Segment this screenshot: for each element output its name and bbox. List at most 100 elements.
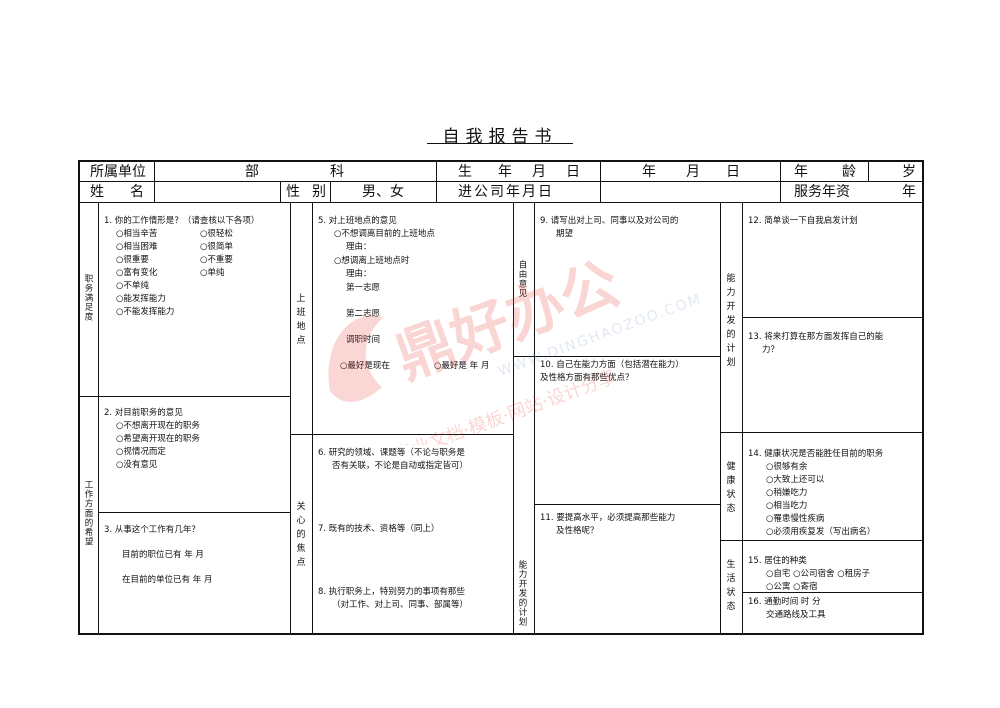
row-divider <box>720 540 922 541</box>
q5-best[interactable]: ○最好是 年 月 <box>434 361 490 371</box>
q16-text: 交通路线及工具 <box>766 610 826 620</box>
q2-question: 2. 对目前职务的意见 <box>104 408 183 418</box>
q6-text: 否有关联，不论是自动或指定皆可） <box>332 461 469 471</box>
side-label-ability-plan: 能力开发的计划 <box>726 274 736 368</box>
q1-question: 1. 你的工作情形是？（请查核以下各项） <box>104 216 260 226</box>
row-divider <box>80 202 922 203</box>
date-day: 日 <box>726 164 740 180</box>
q11-text: 11. 要提高水平，必须提高那些能力 <box>540 513 676 523</box>
title-underline <box>427 143 573 144</box>
q9-text: 9. 请写出对上司、同事以及对公司的 <box>540 216 679 226</box>
side-label-work-hopes: 工作方面的希望 <box>83 480 93 547</box>
q1-option[interactable]: ○相当困难 <box>116 242 158 252</box>
col-divider <box>312 203 313 635</box>
page-title: 自我报告书 <box>442 127 558 147</box>
q1-option[interactable]: ○能发挥能力 <box>116 294 166 304</box>
age-label-1: 年 <box>794 164 808 180</box>
q2-option[interactable]: ○不想离开现在的职务 <box>116 421 200 431</box>
date-month: 月 <box>686 164 700 180</box>
side-label-location: 上班地点 <box>296 294 306 346</box>
q14-option[interactable]: ○相当吃力 <box>766 501 808 511</box>
ke-label: 科 <box>330 164 344 180</box>
q3-question: 3. 从事这个工作有几年？ <box>104 525 200 535</box>
q1-option[interactable]: ○不重要 <box>200 255 233 265</box>
q14-option[interactable]: ○大致上还可以 <box>766 475 825 485</box>
q5-option[interactable]: ○不想调离目前的上班地点 <box>334 229 435 239</box>
birth-label-3: 月 <box>532 164 546 180</box>
row-divider <box>742 592 922 593</box>
q7-text: 7. 既有的技术、资格等（同上） <box>318 524 440 534</box>
age-unit: 岁 <box>902 164 916 180</box>
col-divider <box>330 182 331 202</box>
q16-text: 16. 通勤时间 时 分 <box>748 597 821 607</box>
birth-label-1: 生 <box>458 164 472 180</box>
row-divider <box>513 356 720 357</box>
q1-option[interactable]: ○单纯 <box>200 268 225 278</box>
col-divider <box>742 203 743 635</box>
q5-wish: 第一志愿 <box>346 283 381 293</box>
col-divider <box>868 162 869 182</box>
row-divider <box>80 181 922 182</box>
col-divider <box>513 203 514 635</box>
row-divider <box>290 434 513 435</box>
q15-question: 15. 居住的种类 <box>748 556 807 566</box>
q14-option[interactable]: ○必须用疾复发（写出病名） <box>766 527 876 537</box>
q1-option[interactable]: ○相当辛苦 <box>116 229 158 239</box>
name-label-1: 姓 <box>90 184 104 200</box>
q2-option[interactable]: ○视情况而定 <box>116 447 166 457</box>
q8-text: （对工作、对上司、同事、部属等） <box>332 600 469 610</box>
side-label-job-satisfaction: 职务满足度 <box>83 274 93 322</box>
q14-option[interactable]: ○罹患慢性疾病 <box>766 514 825 524</box>
q14-option[interactable]: ○很够有余 <box>766 462 808 472</box>
q14-option[interactable]: ○稍嫌吃力 <box>766 488 808 498</box>
bu-label: 部 <box>245 164 259 180</box>
q13-text: 13. 将来打算在那方面发挥自己的能 <box>748 332 884 342</box>
q12-text: 12. 简单谈一下自我启发计划 <box>748 216 858 226</box>
q3-line: 在目前的单位已有 年 月 <box>122 575 213 585</box>
q14-question: 14. 健康状况是否能胜任目前的职务 <box>748 449 884 459</box>
q5-reason: 理由： <box>346 242 372 252</box>
q1-option[interactable]: ○不单纯 <box>116 281 149 291</box>
q6-text: 6. 研究的领域、课题等（不论与职务是 <box>318 448 465 458</box>
q5-option[interactable]: ○想调离上班地点时 <box>334 256 410 266</box>
gender-label-2: 别 <box>312 184 326 200</box>
row-divider <box>720 432 922 433</box>
q10-text: 及性格方面有那些优点？ <box>540 373 634 383</box>
q15-options[interactable]: ○公寓 ○寄宿 <box>766 582 818 592</box>
col-divider <box>154 162 155 202</box>
q5-reason: 理由： <box>346 269 372 279</box>
q1-option[interactable]: ○很简单 <box>200 242 233 252</box>
q1-option[interactable]: ○不能发挥能力 <box>116 307 175 317</box>
service-label: 服务年资 <box>794 184 850 200</box>
q15-options[interactable]: ○自宅 ○公司宿舍 ○租房子 <box>766 569 871 579</box>
q9-text: 期望 <box>556 229 574 239</box>
q11-text: 及性格呢？ <box>556 526 599 536</box>
q5-time: 调职时间 <box>346 335 381 345</box>
col-divider <box>436 162 437 202</box>
gender-label-1: 性 <box>286 184 300 200</box>
self-report-form: 所属单位 部 科 生 年 月 日 年 月 日 年 龄 岁 姓 名 性 别 男、女… <box>78 160 924 635</box>
col-divider <box>534 203 535 635</box>
col-divider <box>290 203 291 635</box>
row-divider <box>534 504 720 505</box>
q1-option[interactable]: ○很轻松 <box>200 229 233 239</box>
join-label: 进公司年月日 <box>458 184 554 200</box>
q1-option[interactable]: ○富有变化 <box>116 268 158 278</box>
date-year: 年 <box>642 164 656 180</box>
q1-option[interactable]: ○很重要 <box>116 255 149 265</box>
q10-text: 10. 自己在能力方面（包括潜在能力） <box>540 360 684 370</box>
side-label-life: 生活状态 <box>726 560 736 612</box>
col-divider <box>98 203 99 635</box>
service-unit: 年 <box>902 184 916 200</box>
dept-label: 所属单位 <box>90 164 146 180</box>
q8-text: 8. 执行职务上，特别努力的事项有那些 <box>318 587 465 597</box>
q2-option[interactable]: ○没有意见 <box>116 460 158 470</box>
col-divider <box>600 162 601 202</box>
gender-value: 男、女 <box>362 184 404 200</box>
side-label-ability-dev: 能力开发的计划 <box>517 560 527 627</box>
q2-option[interactable]: ○希望离开现在的职务 <box>116 434 200 444</box>
q5-wish: 第二志愿 <box>346 309 381 319</box>
name-label-2: 名 <box>130 184 144 200</box>
q5-best[interactable]: ○最好是现在 <box>340 361 390 371</box>
row-divider <box>742 317 922 318</box>
